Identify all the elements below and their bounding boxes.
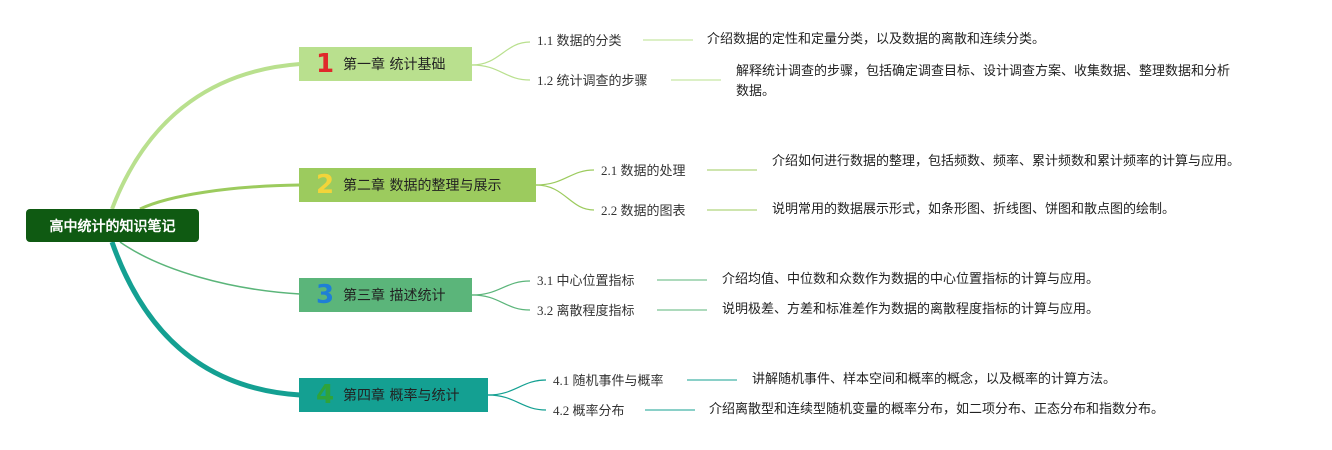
sub-line-4-2 [487,394,547,411]
chapter-number-4: 4 [315,380,335,410]
section-desc-2-2: 说明常用的数据展示形式，如条形图、折线图、饼图和散点图的绘制。 [772,202,1176,217]
sub-line-2-1 [535,169,595,186]
section-title-2-1[interactable]: 2.1 数据的处理 [601,163,686,178]
branch-line-1 [110,62,301,210]
section-title-2-2[interactable]: 2.2 数据的图表 [601,203,686,218]
section-title-4-2[interactable]: 4.2 概率分布 [553,403,625,418]
sub-line-3-2 [471,294,531,311]
chapter-number-3: 3 [315,280,335,310]
branch-line-3 [119,241,301,295]
branch-line-4 [109,241,301,398]
chapter-number-2: 2 [315,170,335,200]
section-desc-1-1: 介绍数据的定性和定量分类，以及数据的离散和连续分类。 [707,32,1046,47]
sub-line-3-1 [471,280,531,296]
section-title-3-1[interactable]: 3.1 中心位置指标 [537,273,635,288]
chapter-node-1[interactable]: 1 第一章 统计基础 [299,47,472,81]
chapter-node-4[interactable]: 4 第四章 概率与统计 [299,378,488,412]
sub-line-2-2 [535,184,595,211]
root-node[interactable]: 高中统计的知识笔记 [26,209,199,242]
section-desc-3-1: 介绍均值、中位数和众数作为数据的中心位置指标的计算与应用。 [722,272,1100,287]
sub-line-1-2 [471,64,531,81]
chapter-node-3[interactable]: 3 第三章 描述统计 [299,278,472,312]
chapter-title-3: 第三章 描述统计 [343,288,446,304]
section-desc-3-2: 说明极差、方差和标准差作为数据的离散程度指标的计算与应用。 [722,302,1100,317]
section-title-1-2[interactable]: 1.2 统计调查的步骤 [537,73,648,88]
section-desc-4-1: 讲解随机事件、样本空间和概率的概念，以及概率的计算方法。 [752,372,1117,387]
section-title-3-2[interactable]: 3.2 离散程度指标 [537,303,635,318]
branch-line-2 [139,183,301,211]
section-title-1-1[interactable]: 1.1 数据的分类 [537,33,622,48]
section-desc-1-2: 解释统计调查的步骤，包括确定调查目标、设计调查方案、收集数据、整理数据和分析数据… [736,64,1231,99]
chapter-node-2[interactable]: 2 第二章 数据的整理与展示 [299,168,536,202]
chapter-title-1: 第一章 统计基础 [343,57,446,73]
section-desc-4-2: 介绍离散型和连续型随机变量的概率分布，如二项分布、正态分布和指数分布。 [709,402,1165,417]
sub-line-1-1 [471,41,531,66]
section-title-4-1[interactable]: 4.1 随机事件与概率 [553,373,664,388]
sub-line-4-1 [487,379,547,396]
chapter-title-2: 第二章 数据的整理与展示 [343,178,502,194]
section-desc-2-1: 介绍如何进行数据的整理，包括频数、频率、累计频数和累计频率的计算与应用。 [772,154,1241,169]
chapter-title-4: 第四章 概率与统计 [343,388,460,404]
chapter-number-1: 1 [315,49,335,79]
